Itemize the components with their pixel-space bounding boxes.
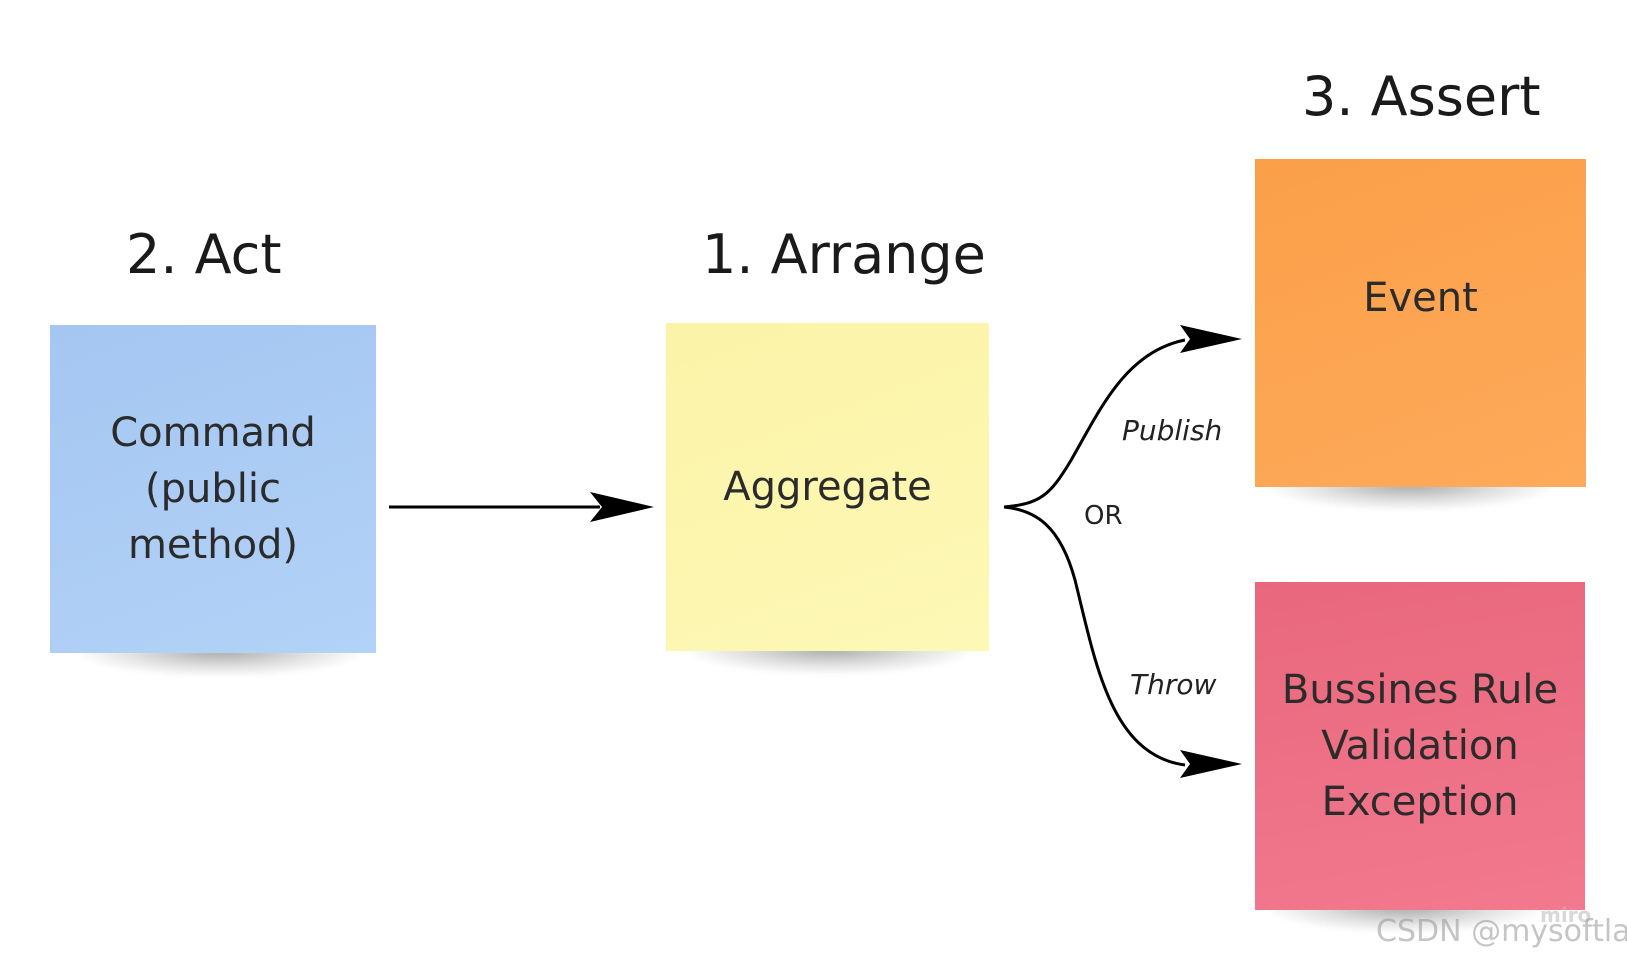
event-note-shadow xyxy=(1270,484,1550,510)
command-note-shadow xyxy=(80,650,360,676)
exception-note[interactable]: Bussines Rule Validation Exception xyxy=(1255,582,1585,910)
or-label: OR xyxy=(1084,501,1123,531)
throw-branch-arrowhead xyxy=(1180,750,1242,778)
publish-label: Publish xyxy=(1122,414,1223,447)
heading-arrange: 1. Arrange xyxy=(702,223,986,286)
throw-label: Throw xyxy=(1130,668,1217,701)
aggregate-note-shadow xyxy=(690,648,970,674)
command-to-aggregate-arrowhead xyxy=(590,492,654,522)
event-note[interactable]: Event xyxy=(1255,159,1586,487)
aggregate-note-label: Aggregate xyxy=(723,464,932,510)
aggregate-note[interactable]: Aggregate xyxy=(666,323,989,651)
event-note-label: Event xyxy=(1363,275,1478,321)
heading-act: 2. Act xyxy=(126,223,282,286)
exception-note-label: Bussines Rule Validation Exception xyxy=(1281,667,1559,825)
command-note[interactable]: Command (public method) xyxy=(50,325,376,653)
throw-branch-arrow xyxy=(1003,505,1186,767)
heading-assert: 3. Assert xyxy=(1302,65,1541,128)
command-note-label: Command (public method) xyxy=(110,410,316,568)
publish-branch-arrow xyxy=(1003,338,1186,509)
miro-watermark: miro xyxy=(1540,903,1592,927)
csdn-watermark: CSDN @mysoftlab xyxy=(1376,914,1627,949)
publish-branch-arrowhead xyxy=(1180,325,1242,353)
exception-note-shadow xyxy=(1270,906,1540,932)
